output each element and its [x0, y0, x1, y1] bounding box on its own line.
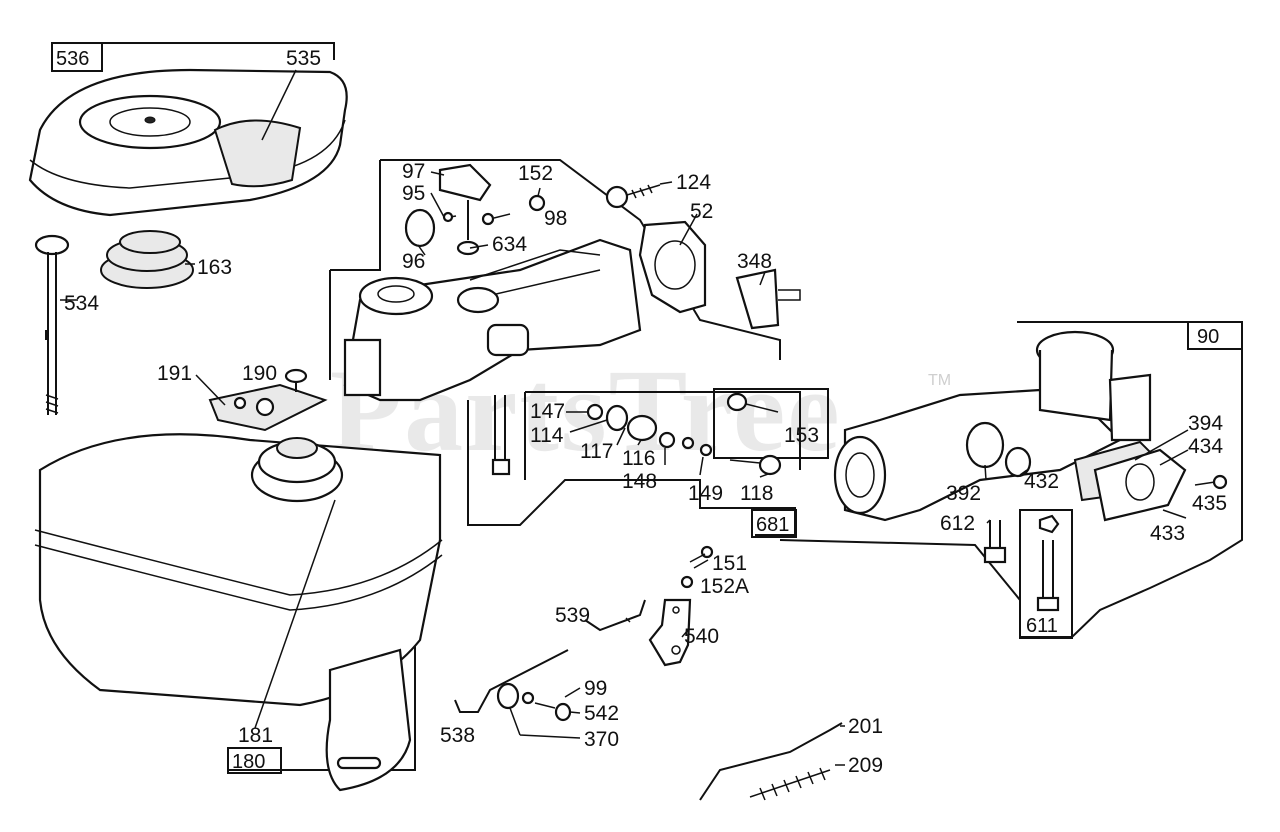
label-539: 539 — [555, 604, 590, 627]
link-201 — [699, 722, 843, 801]
label-181: 181 — [238, 724, 273, 747]
needle-valve-kit — [586, 403, 782, 476]
nut-152 — [528, 194, 546, 212]
fuel-tank — [34, 433, 443, 792]
label-542: 542 — [584, 702, 619, 725]
label-536: 536 — [56, 48, 89, 70]
label-96: 96 — [402, 250, 425, 273]
label-95: 95 — [402, 182, 425, 205]
label-201: 201 — [848, 715, 883, 738]
label-98: 98 — [544, 207, 567, 230]
screw-542 — [521, 691, 572, 722]
label-534: 534 — [64, 292, 99, 315]
label-149: 149 — [688, 482, 723, 505]
label-163: 163 — [197, 256, 232, 279]
screw-124 — [605, 184, 661, 209]
carburetor-body-681 — [343, 238, 642, 476]
label-535: 535 — [286, 47, 321, 70]
box-681-frame — [751, 509, 797, 538]
label-611: 611 — [1026, 615, 1058, 637]
label-612: 612 — [940, 512, 975, 535]
washer-370 — [496, 682, 520, 710]
air-cleaner-element — [213, 119, 302, 188]
screw-435 — [1194, 474, 1228, 490]
link-539 — [584, 599, 646, 632]
kit-153-box — [713, 388, 829, 459]
label-191: 191 — [157, 362, 192, 385]
label-151: 151 — [712, 552, 747, 575]
throttle-lever-97 — [438, 163, 492, 256]
label-124: 124 — [676, 171, 711, 194]
label-634: 634 — [492, 233, 527, 256]
label-118: 118 — [740, 482, 773, 505]
label-370: 370 — [584, 728, 619, 751]
label-392: 392 — [946, 482, 981, 505]
label-116: 116 — [622, 447, 655, 470]
label-348: 348 — [737, 250, 772, 273]
spring-433 — [1162, 509, 1187, 519]
bolt-611 — [1036, 514, 1060, 612]
group-90-outline — [779, 321, 1243, 638]
label-97: 97 — [402, 160, 425, 183]
box-180-frame — [227, 747, 282, 774]
foam-element-163 — [100, 230, 194, 289]
screw-95 — [442, 211, 457, 223]
cover-434 — [1093, 448, 1187, 522]
air-cleaner-cover — [28, 68, 348, 217]
spring-151 — [689, 545, 714, 569]
dipstick-534 — [34, 234, 70, 415]
label-52: 52 — [690, 200, 713, 223]
carburetor-body-90 — [833, 330, 1152, 564]
gasket-52 — [638, 220, 707, 314]
bracket-348 — [735, 268, 801, 330]
kit-148-box — [524, 391, 801, 480]
box-611-frame — [1019, 509, 1073, 639]
label-394: 394 — [1188, 412, 1223, 435]
label-540: 540 — [684, 625, 719, 648]
spring-209 — [749, 767, 831, 801]
lever-540 — [648, 598, 692, 667]
box-90-frame — [1187, 321, 1243, 350]
label-432: 432 — [1024, 470, 1059, 493]
label-90: 90 — [1197, 326, 1219, 348]
box-536-frame — [51, 42, 103, 72]
label-99: 99 — [584, 677, 607, 700]
label-681: 681 — [756, 514, 789, 536]
gasket-191 — [208, 383, 328, 432]
label-190: 190 — [242, 362, 277, 385]
nut-152a — [680, 575, 694, 589]
label-433: 433 — [1150, 522, 1185, 545]
label-152a: 152A — [700, 575, 749, 598]
label-434: 434 — [1188, 435, 1223, 458]
label-538: 538 — [440, 724, 475, 747]
label-147: 147 — [530, 400, 565, 423]
seat-153 — [726, 392, 779, 413]
watermark-trademark: TM — [928, 372, 951, 389]
label-152: 152 — [518, 162, 553, 185]
fuel-cap-181 — [250, 437, 344, 503]
label-117: 117 — [580, 440, 613, 463]
leader-lines — [60, 69, 1189, 766]
rod-538 — [454, 649, 569, 713]
label-153: 153 — [784, 424, 819, 447]
group-180-outline — [45, 330, 416, 771]
label-209: 209 — [848, 754, 883, 777]
label-180: 180 — [232, 751, 265, 773]
label-148: 148 — [622, 470, 657, 493]
throttle-valve-96 — [404, 208, 436, 248]
screw-190 — [284, 368, 308, 392]
label-435: 435 — [1192, 492, 1227, 515]
label-114: 114 — [530, 424, 564, 447]
screw-98 — [481, 212, 511, 226]
